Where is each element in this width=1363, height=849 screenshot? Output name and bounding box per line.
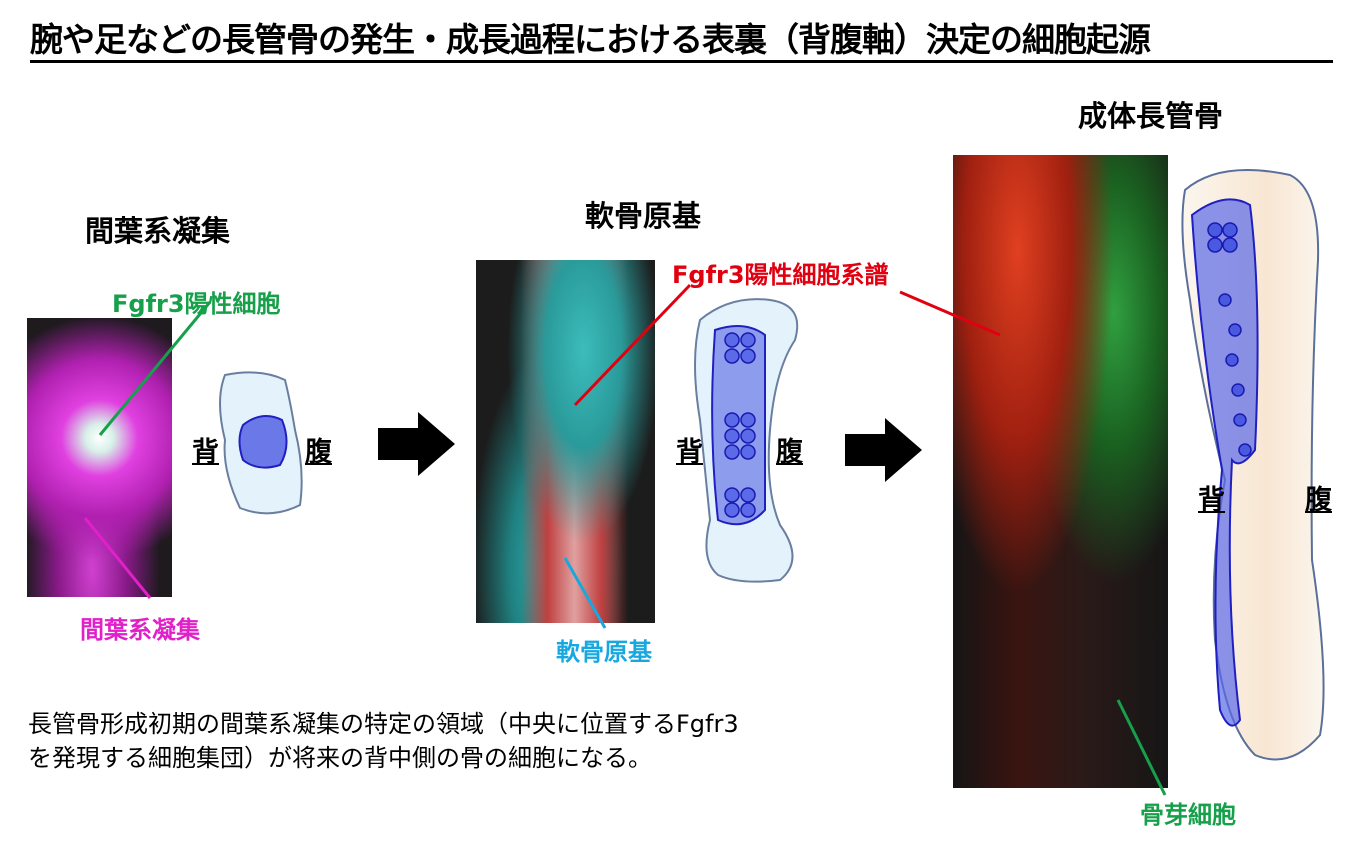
fgfr3-lineage-label: Fgfr3陽性細胞系譜 — [672, 261, 889, 289]
dorsal-label: 背 — [192, 437, 219, 468]
micrograph-adult-long-bone — [953, 155, 1168, 788]
stage3-heading: 成体長管骨 — [1078, 99, 1224, 133]
ventral-label: 腹 — [1305, 485, 1332, 516]
osteoblast-label: 骨芽細胞 — [1140, 801, 1236, 829]
mesenchymal-condensation-label: 間葉系凝集 — [80, 616, 200, 644]
fgfr3-positive-cells-label: Fgfr3陽性細胞 — [112, 290, 281, 318]
dorsal-label: 背 — [1198, 485, 1225, 516]
stage1-heading: 間葉系凝集 — [85, 214, 231, 248]
ventral-label: 腹 — [305, 437, 332, 468]
micrograph-cartilage-primordium — [476, 260, 655, 623]
fgfr3-lineage-region — [711, 325, 766, 526]
cell-cluster-icons — [724, 332, 756, 518]
arrow-icon — [378, 412, 455, 476]
stage2-heading: 軟骨原基 — [585, 199, 702, 233]
cartilage-primordium-label: 軟骨原基 — [556, 638, 652, 666]
arrow-icon — [845, 418, 922, 482]
osteoblast-icons — [1207, 222, 1252, 457]
fgfr3-region — [238, 415, 288, 469]
figure-title: 腕や足などの長管骨の発生・成長過程における表裏（背腹軸）決定の細胞起源 — [30, 20, 1333, 63]
ventral-label: 腹 — [776, 437, 803, 468]
caption-line: を発現する細胞集団）が将来の背中側の骨の細胞になる。 — [28, 744, 652, 772]
caption: 長管骨形成初期の間葉系凝集の特定の領域（中央に位置するFgfr3 を発現する細胞… — [28, 707, 739, 775]
dorsal-label: 背 — [676, 437, 703, 468]
micrograph-mesenchymal-condensation — [27, 318, 172, 597]
caption-line: 長管骨形成初期の間葉系凝集の特定の領域（中央に位置するFgfr3 — [28, 710, 739, 738]
